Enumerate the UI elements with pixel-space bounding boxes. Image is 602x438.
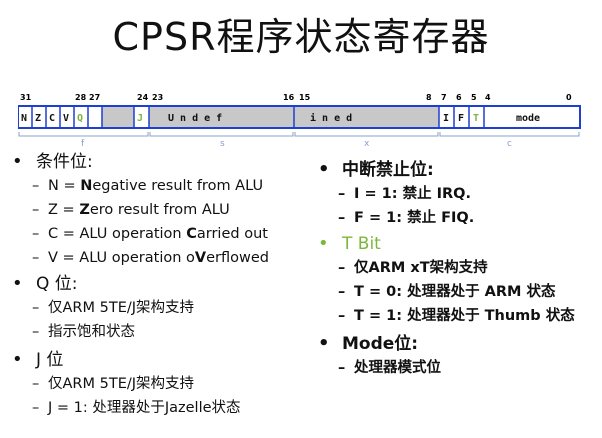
j-bit-heading-text: J 位 bbox=[36, 350, 64, 370]
bullet-dot: • bbox=[318, 159, 330, 180]
cond-item-c-pre: C = ALU operation bbox=[48, 226, 187, 242]
irq-item-i: –I = 1: 禁止 IRQ. bbox=[338, 186, 472, 202]
tbit-item-3-text: T = 1: 处理器处于 Thumb 状态 bbox=[354, 308, 575, 324]
j-item-1-text: 仅ARM 5TE/J架构支持 bbox=[48, 376, 195, 392]
cond-item-v: –V = ALU operation oVerflowed bbox=[32, 250, 269, 266]
bit-27-label: 27 bbox=[89, 94, 100, 102]
field-f-label: f bbox=[81, 139, 85, 149]
bit-28-label: 28 bbox=[75, 94, 87, 102]
cell-dividers bbox=[31, 106, 485, 128]
cond-item-n: –N = Negative result from ALU bbox=[32, 178, 264, 194]
irq-item-f: –F = 1: 禁止 FIQ. bbox=[338, 210, 475, 226]
cond-item-n-pre: N = bbox=[48, 178, 81, 194]
mode-item-1: –处理器模式位 bbox=[338, 360, 441, 376]
cond-item-c-post: arried out bbox=[196, 226, 268, 242]
cond-item-v-post: erflowed bbox=[206, 250, 269, 266]
j-bit-heading: • J 位 bbox=[8, 348, 308, 372]
bit-5-label: 5 bbox=[471, 94, 477, 102]
mode-bits-heading: • Mode位: bbox=[314, 332, 602, 356]
register-border bbox=[18, 105, 581, 129]
field-s-label: s bbox=[220, 139, 225, 149]
tbit-item-1-text: 仅ARM xT架构支持 bbox=[354, 260, 488, 276]
cond-item-z: –Z = Zero result from ALU bbox=[32, 202, 230, 218]
cond-item-n-post: egative result from ALU bbox=[92, 178, 264, 194]
bit-0-label: 0 bbox=[566, 94, 572, 102]
bullet-dot: • bbox=[318, 233, 329, 254]
cond-item-z-post: ero result from ALU bbox=[89, 202, 230, 218]
field-c-label: c bbox=[507, 139, 512, 149]
cond-item-v-key: V bbox=[194, 250, 207, 266]
i-flag-cell: I bbox=[443, 113, 449, 124]
bit-23-label: 23 bbox=[152, 94, 163, 102]
v-flag-cell: V bbox=[63, 113, 69, 124]
q-item-2: –指示饱和状态 bbox=[32, 324, 135, 340]
irq-bits-heading-text: 中断禁止位: bbox=[342, 160, 434, 180]
cond-item-c-key: C bbox=[186, 226, 197, 242]
bit-31-label: 31 bbox=[20, 94, 32, 102]
cond-bits-heading: • 条件位: bbox=[8, 150, 308, 174]
q-item-1-text: 仅ARM 5TE/J架构支持 bbox=[48, 300, 195, 316]
bullet-dot: • bbox=[12, 273, 23, 294]
irq-bits-heading: • 中断禁止位: bbox=[314, 158, 602, 182]
c-flag-cell: C bbox=[49, 113, 55, 124]
tbit-item-2: –T = 0: 处理器处于 ARM 状态 bbox=[338, 284, 556, 300]
q-bit-heading-text: Q 位: bbox=[36, 274, 78, 294]
register-svg: 31 28 27 24 23 16 15 8 7 6 5 4 0 bbox=[18, 94, 581, 149]
right-column: • 中断禁止位: –I = 1: 禁止 IRQ. –F = 1: 禁止 FIQ.… bbox=[314, 158, 602, 380]
page-title: CPSR程序状态寄存器 bbox=[112, 15, 490, 59]
undefined-part-1: U n d e f bbox=[168, 113, 222, 124]
cond-item-z-key: Z bbox=[79, 202, 90, 218]
q-item-2-text: 指示饱和状态 bbox=[48, 324, 135, 340]
t-bit-heading-text: T Bit bbox=[342, 234, 381, 254]
field-x-label: x bbox=[364, 139, 370, 149]
q-flag-cell: Q bbox=[77, 113, 83, 124]
cond-item-c: –C = ALU operation Carried out bbox=[32, 226, 268, 242]
cond-item-v-pre: V = ALU operation o bbox=[48, 250, 195, 266]
cond-bits-heading-text: 条件位: bbox=[36, 152, 93, 172]
left-column: • 条件位: –N = Negative result from ALU –Z … bbox=[8, 150, 308, 420]
t-bit-heading: • T Bit bbox=[314, 232, 602, 256]
bullet-dot: • bbox=[318, 333, 330, 354]
j-flag-cell: J bbox=[137, 113, 143, 124]
q-bit-heading: • Q 位: bbox=[8, 272, 308, 296]
tbit-item-1: –仅ARM xT架构支持 bbox=[338, 260, 488, 276]
tbit-item-2-text: T = 0: 处理器处于 ARM 状态 bbox=[354, 284, 556, 300]
mode-cell: mode bbox=[516, 113, 540, 124]
cpsr-register-diagram: 31 28 27 24 23 16 15 8 7 6 5 4 0 bbox=[18, 94, 584, 150]
reserved-block-1 bbox=[102, 106, 134, 128]
field-brackets bbox=[18, 132, 580, 137]
mode-item-1-text: 处理器模式位 bbox=[354, 360, 441, 376]
bit-6-label: 6 bbox=[456, 94, 462, 102]
bullet-dot: • bbox=[12, 349, 23, 370]
n-flag-cell: N bbox=[21, 113, 27, 124]
mode-bits-heading-text: Mode位: bbox=[342, 334, 419, 354]
cond-item-n-key: N bbox=[80, 178, 93, 194]
cond-item-z-pre: Z = bbox=[48, 202, 80, 218]
bit-15-label: 15 bbox=[299, 94, 311, 102]
bit-7-label: 7 bbox=[441, 94, 447, 102]
t-flag-cell: T bbox=[473, 113, 479, 124]
f-flag-cell: F bbox=[458, 113, 464, 124]
j-item-2-text: J = 1: 处理器处于Jazelle状态 bbox=[48, 400, 241, 416]
bit-24-label: 24 bbox=[137, 94, 149, 102]
j-item-2: –J = 1: 处理器处于Jazelle状态 bbox=[32, 400, 241, 416]
q-item-1: –仅ARM 5TE/J架构支持 bbox=[32, 300, 195, 316]
tbit-item-3: –T = 1: 处理器处于 Thumb 状态 bbox=[338, 308, 575, 324]
undefined-part-2: i n e d bbox=[310, 112, 352, 124]
bit-16-label: 16 bbox=[283, 94, 295, 102]
j-item-1: –仅ARM 5TE/J架构支持 bbox=[32, 376, 195, 392]
bit-4-label: 4 bbox=[485, 94, 491, 102]
z-flag-cell: Z bbox=[35, 113, 41, 124]
bit-8-label: 8 bbox=[426, 94, 432, 102]
irq-item-i-text: I = 1: 禁止 IRQ. bbox=[354, 186, 472, 202]
bullet-dot: • bbox=[12, 151, 23, 172]
irq-item-f-text: F = 1: 禁止 FIQ. bbox=[354, 210, 475, 226]
